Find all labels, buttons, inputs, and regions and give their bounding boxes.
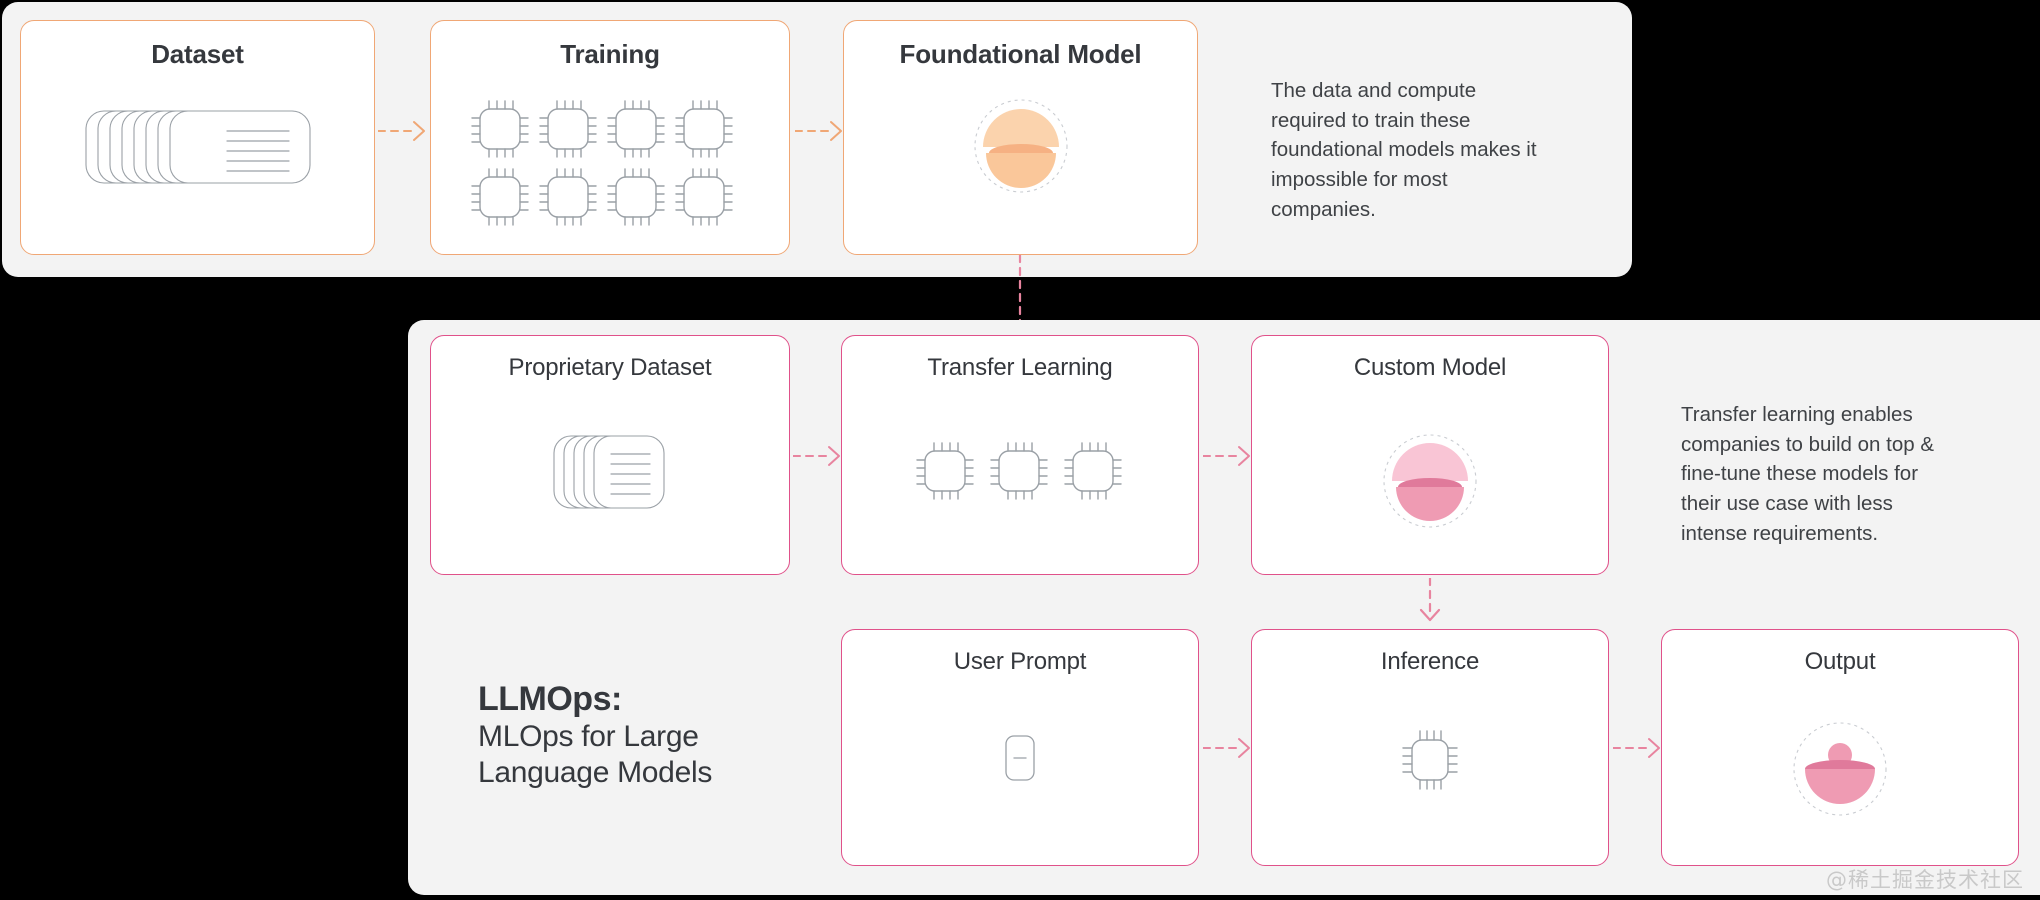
orange-sphere-model-icon	[844, 91, 1197, 201]
card-title-transfer-learning: Transfer Learning	[927, 354, 1113, 381]
bowl-output-icon	[1662, 714, 2018, 824]
chip-grid-8-icon	[431, 99, 789, 229]
card-title-foundational-model: Foundational Model	[899, 39, 1142, 69]
card-title-user-prompt: User Prompt	[953, 648, 1087, 675]
card-title-output: Output	[1804, 648, 1876, 675]
stacked-documents-small-icon	[431, 432, 789, 514]
arrow-proprietary-to-transfer	[792, 443, 845, 474]
llmops-heading-block: LLMOps: MLOps for Large Language Models	[478, 680, 798, 790]
card-title-inference: Inference	[1380, 648, 1480, 675]
llmops-title: LLMOps:	[478, 680, 622, 718]
card-transfer-learning[interactable]: Transfer Learning	[841, 335, 1199, 575]
arrow-dataset-to-training	[377, 118, 430, 149]
arrow-custom-to-inference	[1414, 576, 1446, 631]
arrow-inference-to-output	[1612, 735, 1665, 766]
card-custom-model[interactable]: Custom Model	[1251, 335, 1609, 575]
watermark: @稀土掘金技术社区	[1826, 868, 2024, 892]
card-foundational-model[interactable]: Foundational Model	[843, 20, 1198, 255]
card-training[interactable]: Training	[430, 20, 790, 255]
chip-row-3-icon	[842, 441, 1198, 503]
card-title-proprietary-dataset: Proprietary Dataset	[508, 354, 712, 381]
prompt-box-icon	[842, 730, 1198, 786]
card-user-prompt[interactable]: User Prompt	[841, 629, 1199, 866]
arrow-training-to-foundational	[794, 118, 847, 149]
llmops-subtitle: MLOps for Large Language Models	[478, 720, 713, 789]
stacked-documents-icon	[21, 107, 374, 187]
bottom-section-note: Transfer learning enables companies to b…	[1681, 403, 1934, 545]
card-output[interactable]: Output	[1661, 629, 2019, 866]
card-title-custom-model: Custom Model	[1353, 354, 1507, 381]
pink-sphere-model-icon	[1252, 426, 1608, 536]
card-proprietary-dataset[interactable]: Proprietary Dataset	[430, 335, 790, 575]
chip-single-icon	[1252, 728, 1608, 792]
card-title-training: Training	[560, 39, 660, 69]
arrow-prompt-to-inference	[1202, 735, 1255, 766]
arrow-transfer-to-custom	[1202, 443, 1255, 474]
top-section-note: The data and compute required to train t…	[1271, 79, 1537, 221]
card-inference[interactable]: Inference	[1251, 629, 1609, 866]
card-dataset[interactable]: Dataset	[20, 20, 375, 255]
card-title-dataset: Dataset	[151, 39, 244, 69]
